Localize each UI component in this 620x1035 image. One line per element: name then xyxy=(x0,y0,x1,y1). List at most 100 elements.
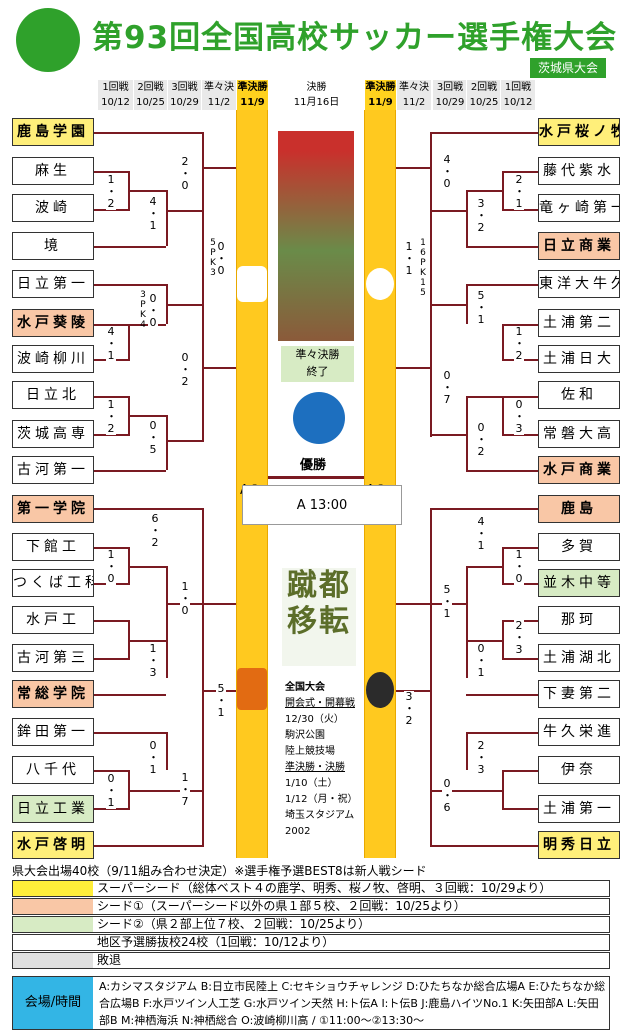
left-team-5: 水戸葵陵 xyxy=(12,309,94,337)
bracket-line xyxy=(130,640,166,642)
score-digit: 7 xyxy=(180,796,190,808)
score-left-r2b: 0・0 xyxy=(148,293,158,329)
bracket-line xyxy=(432,210,468,212)
right-team-16: 牛久栄進 xyxy=(538,718,620,746)
bracket-line xyxy=(396,167,432,169)
score-digit: 2 xyxy=(404,715,414,727)
score-left-r3d: 1・0 xyxy=(180,581,190,617)
bracket-line xyxy=(466,732,538,734)
bracket-line xyxy=(430,167,432,367)
bracket-line xyxy=(94,620,130,622)
bracket-line xyxy=(128,770,130,808)
national-line-6: 1/12（月・祝） xyxy=(285,792,365,808)
bracket-line xyxy=(430,508,432,603)
left-team-6: 波崎柳川 xyxy=(12,345,94,373)
score-left-r3b: 0・2 xyxy=(180,352,190,388)
bracket-line xyxy=(202,790,204,847)
legend-row-1: シード①（スーパーシード以外の県１部５校、２回戦：10/25より） xyxy=(12,898,610,915)
national-line-0: 開会式・開幕戦 xyxy=(285,696,365,712)
left-team-7: 日立北 xyxy=(12,381,94,409)
bracket-line xyxy=(432,434,466,436)
bracket-line xyxy=(502,171,504,209)
bracket-line xyxy=(466,396,468,470)
score-left-r1e: 0・1 xyxy=(106,773,116,809)
bracket-line xyxy=(396,367,432,369)
round-header-right-3: 2回戦10/25 xyxy=(466,80,501,110)
score-digit: 0 xyxy=(442,178,452,190)
bracket-line xyxy=(130,190,168,192)
status-badge: 準々決勝 終了 xyxy=(281,346,354,382)
national-line-1: 12/30（火） xyxy=(285,712,365,728)
right-team-1: 藤代紫水 xyxy=(538,157,620,185)
bracket-line xyxy=(166,566,168,678)
bracket-line xyxy=(128,547,130,583)
venue-label: 会場/時間 xyxy=(13,977,93,1029)
left-team-2: 波崎 xyxy=(12,194,94,222)
left-team-19: 水戸啓明 xyxy=(12,831,94,859)
round-header-left-0: 1回戦10/12 xyxy=(97,80,133,110)
right-team-8: 常磐大高 xyxy=(538,420,620,448)
score-right-r3a: 4・0 xyxy=(442,154,452,190)
score-right-r1b: 1・2 xyxy=(514,326,524,362)
slogan-banner: 蹴都 移転 xyxy=(282,568,356,666)
slogan-line-2: 移転 xyxy=(282,604,356,640)
right-team-6: 土浦日大 xyxy=(538,345,620,373)
legend-row-2: シード②（県２部上位７校、２回戦：10/25より） xyxy=(12,916,610,933)
bracket-line xyxy=(166,210,202,212)
bracket-line xyxy=(130,790,166,792)
left-team-4: 日立第一 xyxy=(12,270,94,298)
score-digit: 1 xyxy=(514,198,524,210)
legend-row-3: 地区予選勝抜校24校（1回戦：10/12より） xyxy=(12,934,610,951)
score-digit: 1 xyxy=(106,350,116,362)
legend-swatch xyxy=(13,917,93,932)
pk-right-qf_a_pk: 16PK15 xyxy=(418,238,428,298)
right-team-2: 竜ヶ崎第一 xyxy=(538,194,620,222)
score-digit: 1 xyxy=(216,707,226,719)
bracket-line xyxy=(166,440,202,442)
score-left-r3e: 1・7 xyxy=(180,772,190,808)
bracket-line xyxy=(468,190,502,192)
soccer-logo-icon xyxy=(16,8,80,72)
round-header-right-0: 準決勝11/9 xyxy=(364,80,396,110)
right-team-4: 東洋大牛久 xyxy=(538,270,620,298)
national-head: 全国大会 xyxy=(285,680,365,696)
right-team-18: 土浦第一 xyxy=(538,795,620,823)
left-team-17: 八千代 xyxy=(12,756,94,784)
score-right-r2d: 5・1 xyxy=(442,584,452,620)
score-digit: 2 xyxy=(106,198,116,210)
pk-left-qf_a_pk: 5PK3 xyxy=(208,238,218,278)
left-team-9: 古河第一 xyxy=(12,456,94,484)
bracket-line xyxy=(202,167,204,367)
left-team-3: 境 xyxy=(12,232,94,260)
bracket-line xyxy=(430,790,432,847)
score-digit: 0 xyxy=(180,180,190,192)
legend-intro: 県大会出場40校（9/11組み合わせ決定）※選手権予選BEST8は新人戦シード xyxy=(12,862,427,879)
kashima-emblem-icon xyxy=(366,672,394,708)
right-team-12: 並木中等 xyxy=(538,569,620,597)
score-digit: 1 xyxy=(404,265,414,277)
right-team-3: 日立商業 xyxy=(538,232,620,260)
score-right-r2e: 2・3 xyxy=(476,740,486,776)
bracket-line xyxy=(466,284,468,324)
national-line-4: 準決勝・決勝 xyxy=(285,760,365,776)
page-subtitle: 茨城県大会 xyxy=(530,58,606,78)
legend-swatch xyxy=(13,881,93,896)
bracket-line xyxy=(502,324,504,360)
bracket-line xyxy=(466,790,502,792)
slogan-line-1: 蹴都 xyxy=(282,568,356,604)
final-match-box: A 13:00 xyxy=(242,485,402,525)
left-team-10: 第一学院 xyxy=(12,495,94,523)
bracket-line xyxy=(166,190,168,246)
score-left-r1c: 1・2 xyxy=(106,399,116,435)
bracket-line xyxy=(502,770,538,772)
right-team-17: 伊奈 xyxy=(538,756,620,784)
score-digit: 6 xyxy=(442,802,452,814)
score-digit: 1 xyxy=(148,764,158,776)
score-left-r2e: 0・1 xyxy=(148,740,158,776)
bracket-line xyxy=(466,190,468,246)
score-digit: 1 xyxy=(106,797,116,809)
final-match-time: A 13:00 xyxy=(243,486,401,526)
score-right-r2b: 0・7 xyxy=(442,370,452,406)
bracket-line xyxy=(430,132,538,134)
